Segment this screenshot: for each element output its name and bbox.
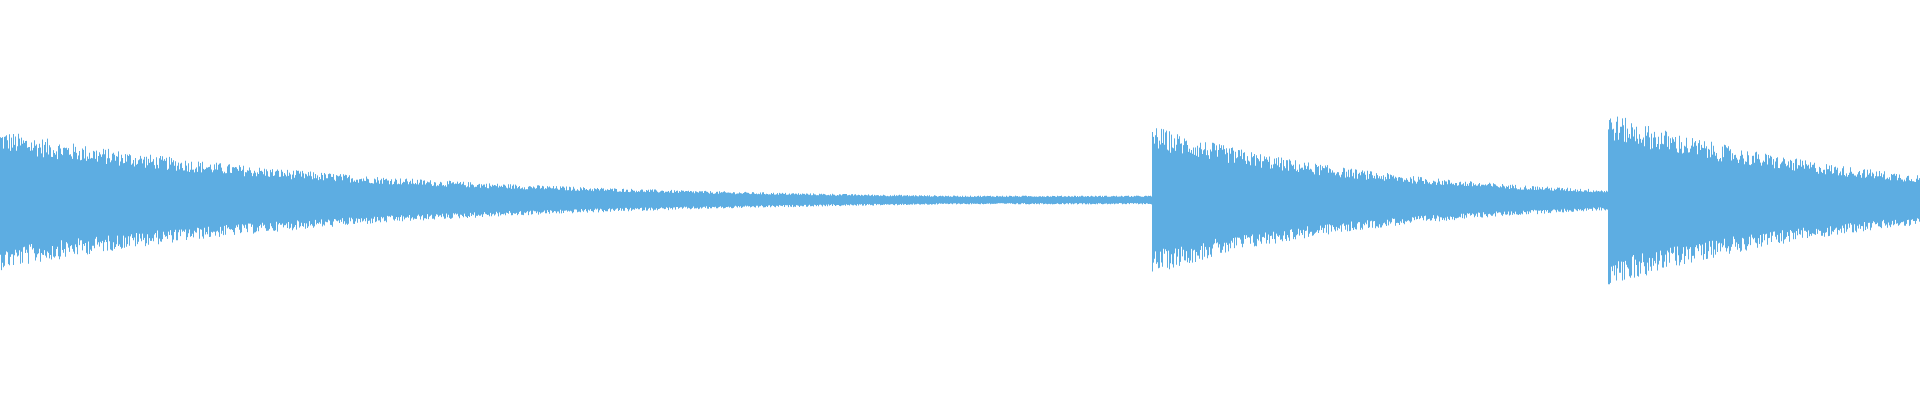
- waveform-bars: [0, 116, 1920, 285]
- waveform-path: [0, 116, 1920, 285]
